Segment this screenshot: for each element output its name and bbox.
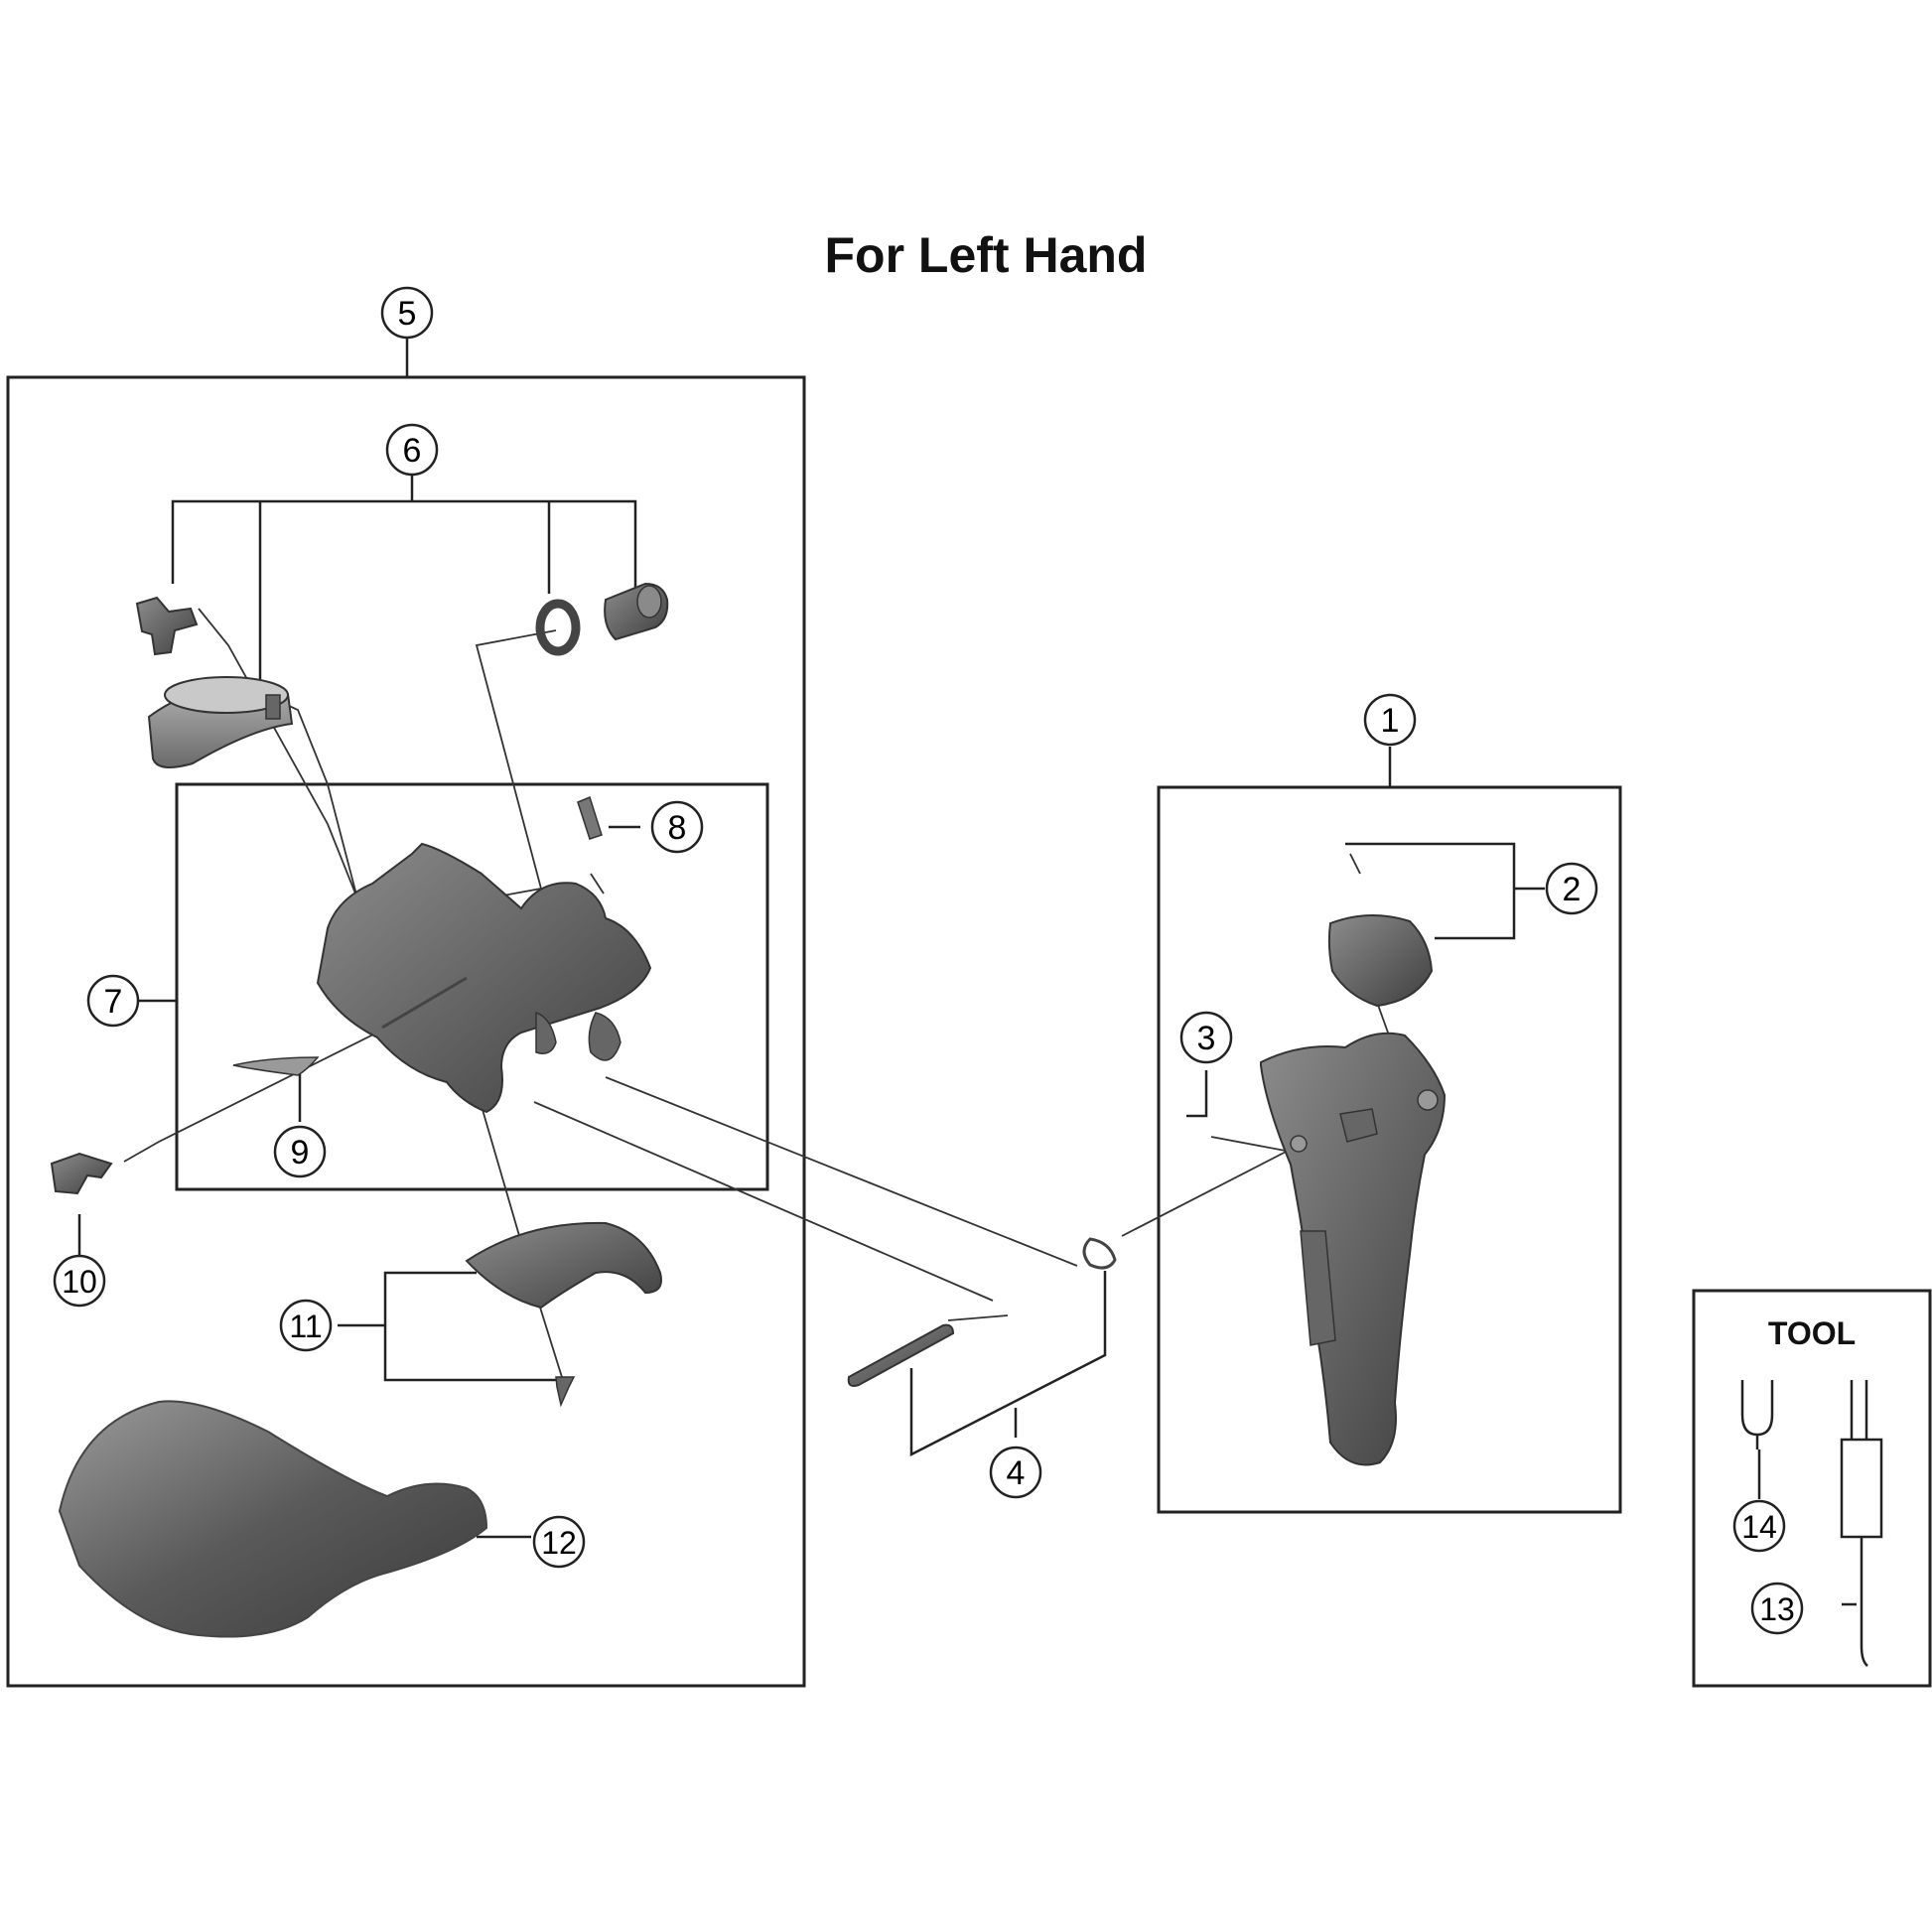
part-1-lever bbox=[1260, 914, 1447, 1466]
svg-text:2: 2 bbox=[1563, 871, 1582, 908]
part-4-pin bbox=[847, 1237, 1117, 1387]
svg-text:10: 10 bbox=[62, 1264, 97, 1300]
callout-4: 4 bbox=[989, 1446, 1042, 1499]
diagram-title: For Left Hand bbox=[824, 227, 1148, 283]
svg-text:4: 4 bbox=[1007, 1454, 1026, 1492]
callout-3: 3 bbox=[1179, 1011, 1233, 1064]
callouts: 5 6 7 8 9 10 11 12 1 2 3 4 14 13 bbox=[53, 286, 1804, 1635]
svg-text:11: 11 bbox=[289, 1309, 322, 1344]
callout-1: 1 bbox=[1363, 693, 1417, 747]
svg-text:3: 3 bbox=[1197, 1020, 1216, 1057]
svg-text:12: 12 bbox=[541, 1525, 577, 1561]
callout-6: 6 bbox=[385, 423, 439, 477]
tool-items bbox=[1740, 1380, 1883, 1667]
callout-7: 7 bbox=[86, 974, 140, 1028]
callout-14: 14 bbox=[1732, 1499, 1786, 1553]
callout-10: 10 bbox=[53, 1254, 106, 1308]
svg-text:14: 14 bbox=[1741, 1509, 1777, 1545]
part-7-body bbox=[50, 795, 652, 1195]
svg-text:8: 8 bbox=[668, 809, 687, 847]
exploded-view-guides bbox=[123, 608, 1389, 1391]
callout-9: 9 bbox=[273, 1125, 327, 1178]
callout-2: 2 bbox=[1545, 862, 1598, 915]
sub-assembly-frame-7 bbox=[175, 782, 769, 1191]
tool-frame bbox=[1692, 1289, 1932, 1688]
svg-text:6: 6 bbox=[403, 432, 422, 470]
callout-5: 5 bbox=[380, 286, 434, 340]
tool-box-title: TOOL bbox=[1767, 1315, 1857, 1351]
svg-text:1: 1 bbox=[1381, 702, 1400, 740]
part-11-cover bbox=[465, 1221, 662, 1408]
leader-lines bbox=[77, 336, 1857, 1606]
svg-text:5: 5 bbox=[398, 295, 417, 333]
callout-8: 8 bbox=[650, 800, 704, 854]
callout-11: 11 bbox=[279, 1299, 333, 1352]
callout-13: 13 bbox=[1750, 1582, 1804, 1635]
svg-text:9: 9 bbox=[291, 1134, 310, 1172]
part-6-components bbox=[135, 582, 669, 768]
callout-12: 12 bbox=[532, 1515, 586, 1569]
svg-text:13: 13 bbox=[1759, 1591, 1795, 1627]
part-12-hood bbox=[58, 1400, 488, 1638]
svg-text:7: 7 bbox=[104, 983, 123, 1021]
